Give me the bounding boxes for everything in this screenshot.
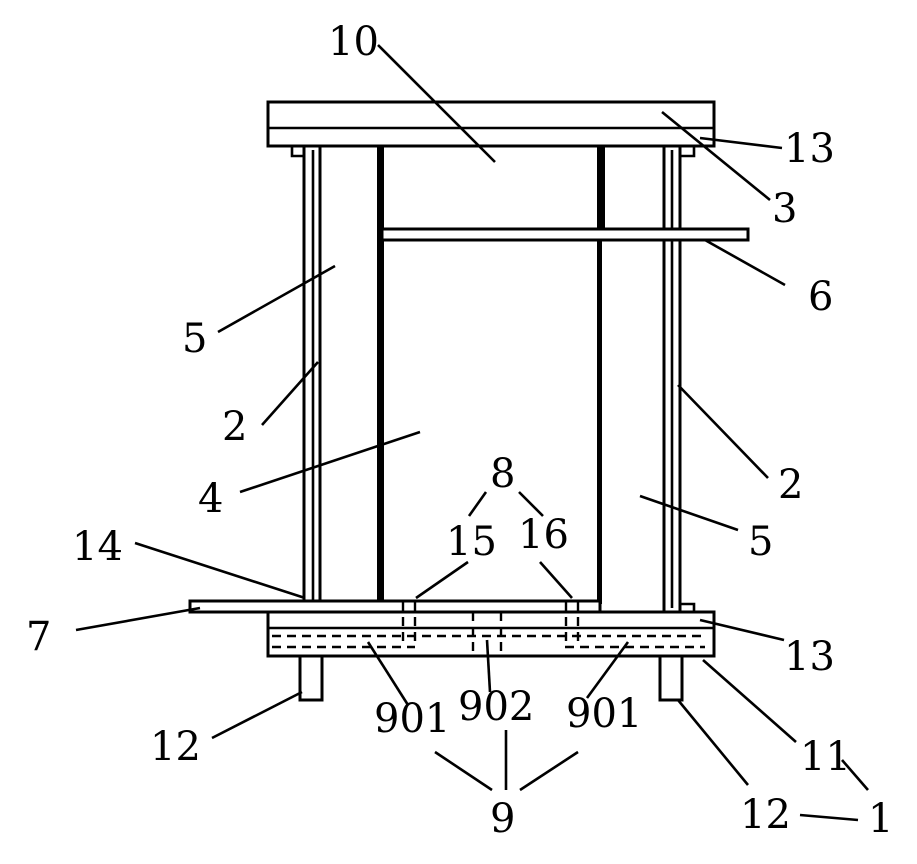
left-inner-column xyxy=(377,146,384,604)
right-inner-column-upper xyxy=(597,146,605,228)
middle-plate xyxy=(382,229,748,240)
label-16: 16 xyxy=(518,512,569,558)
label-12-right: 12 xyxy=(740,792,791,838)
right-outer-wall xyxy=(664,146,680,612)
label-14: 14 xyxy=(72,524,123,570)
base-plate-assembly xyxy=(268,612,714,656)
label-5-left: 5 xyxy=(182,316,207,362)
label-2-left: 2 xyxy=(222,404,247,450)
left-foot xyxy=(300,656,322,700)
top-cover-plate xyxy=(268,102,714,146)
label-1: 1 xyxy=(868,796,893,842)
label-5-right: 5 xyxy=(748,519,773,565)
base-plate xyxy=(268,612,714,656)
label-901-right: 901 xyxy=(566,691,642,737)
label-9: 9 xyxy=(490,796,515,842)
label-7: 7 xyxy=(26,614,51,660)
right-foot xyxy=(660,656,682,700)
label-6: 6 xyxy=(808,274,833,320)
label-13-top: 13 xyxy=(784,126,835,172)
label-2-right: 2 xyxy=(778,462,803,508)
label-902: 902 xyxy=(458,684,534,730)
label-3: 3 xyxy=(772,186,797,232)
label-901-left: 901 xyxy=(374,696,450,742)
right-inner-column-lower xyxy=(597,240,602,604)
bottom-thin-plate xyxy=(190,601,600,612)
label-15: 15 xyxy=(446,519,497,565)
label-8: 8 xyxy=(490,451,515,497)
label-4: 4 xyxy=(198,476,223,522)
label-10: 10 xyxy=(328,19,379,65)
label-12-left: 12 xyxy=(150,724,201,770)
top-plate-assembly xyxy=(268,102,714,156)
label-11: 11 xyxy=(800,734,851,780)
label-13-bottom: 13 xyxy=(784,634,835,680)
